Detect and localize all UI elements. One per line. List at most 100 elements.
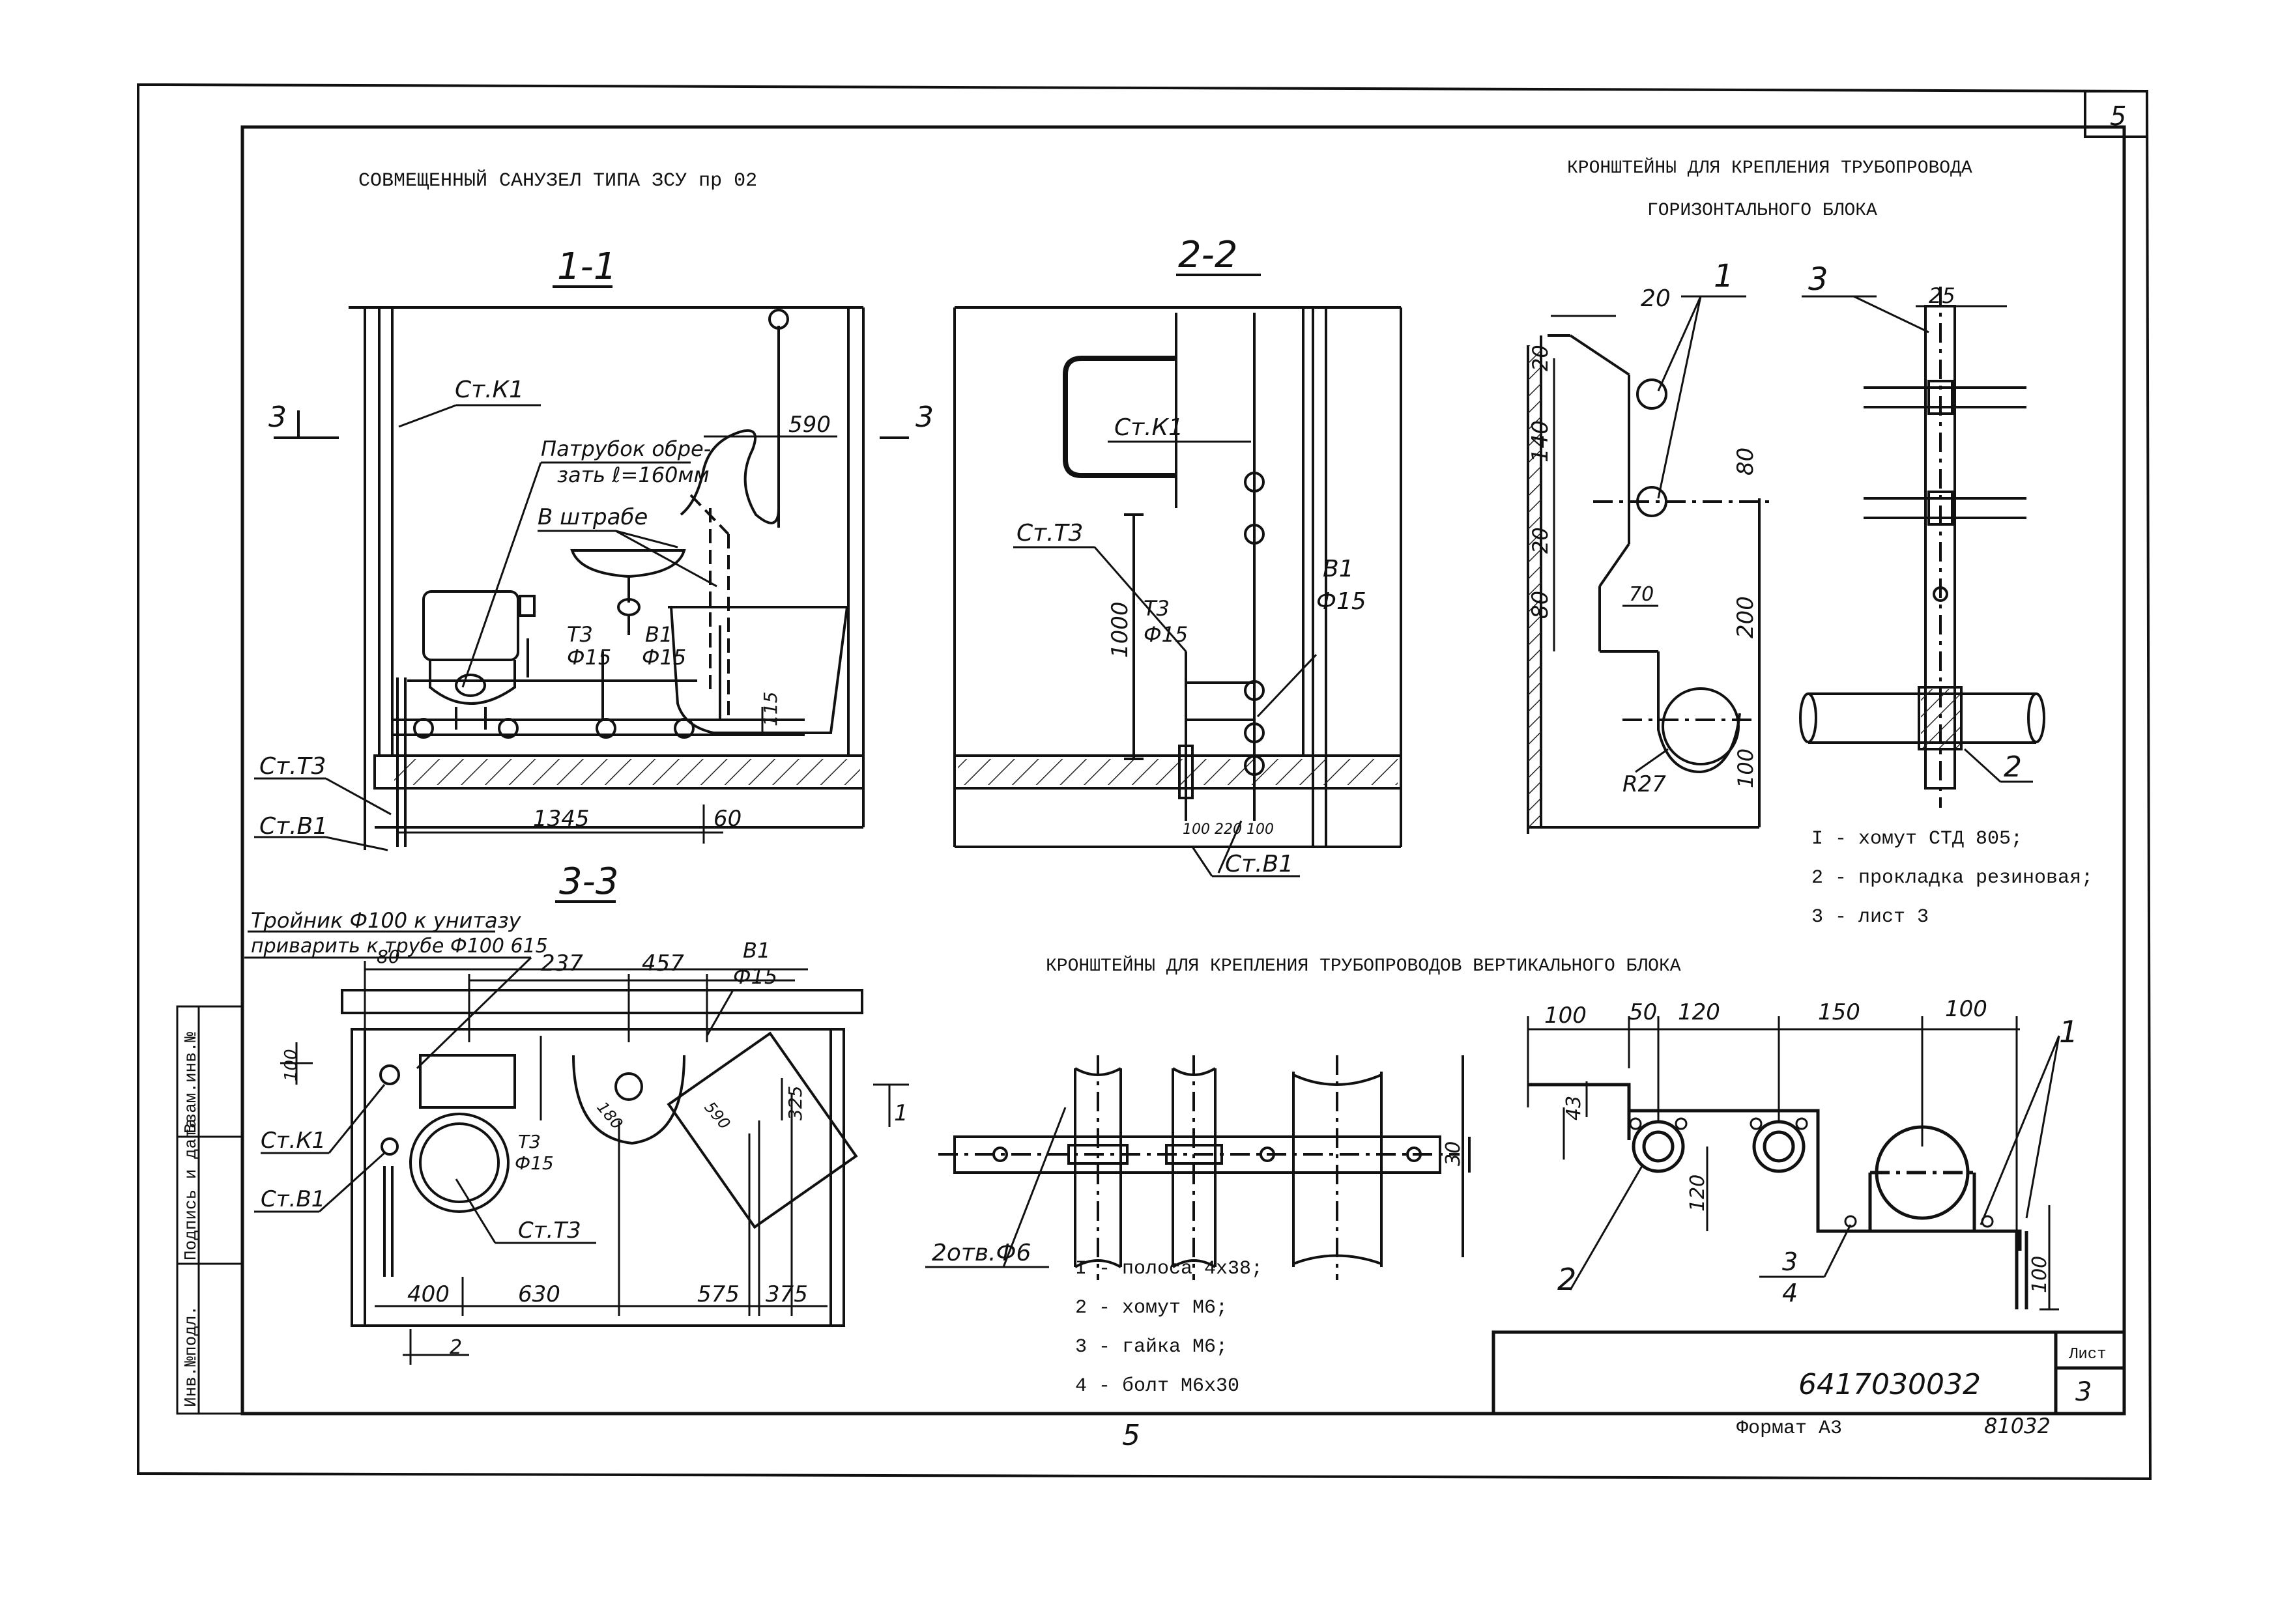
- riser-v1-label-s3: Ст.В1: [261, 1186, 325, 1212]
- stamp-inv-original: Инв.№подл.: [181, 1305, 201, 1407]
- dim-100-side: 100: [2028, 1256, 2051, 1293]
- dim-43: 43: [1563, 1096, 1585, 1120]
- vertical-bracket-drawing: 2отв.Ф6 30 I - полоса 4х38; 2 - хомут М6…: [925, 1055, 1471, 1397]
- main-title: СОВМЕЩЕННЫЙ САНУЗЕЛ ТИПА ЗСУ пр 02: [358, 169, 757, 192]
- label-t3-s2: Т3: [1144, 596, 1170, 621]
- label-phi15-v1-s2: Ф15: [1316, 588, 1366, 615]
- dim-1345: 1345: [533, 806, 590, 832]
- format-label: Формат А3: [1736, 1417, 1842, 1440]
- dim-100-top-b: 100: [1945, 996, 1987, 1022]
- side-stamp: [176, 1005, 244, 1415]
- dim-80-right: 80: [1733, 448, 1759, 476]
- legend-h-2: 2 - прокладка резиновая;: [1811, 867, 2093, 889]
- doc-number: 6417030032: [1798, 1368, 1981, 1401]
- stamp-replacement-inv: Взам.инв.№: [181, 1032, 201, 1133]
- dim-60: 60: [713, 806, 742, 832]
- section-1-1: 1-1 3 3: [254, 246, 934, 851]
- label-phi15-t3-s1: Ф15: [567, 645, 611, 670]
- tee-note-1: Тройник Ф100 к унитазу: [251, 908, 522, 933]
- sheet-label: Лист: [2068, 1346, 2107, 1363]
- cut-mark-2: 2: [450, 1336, 462, 1359]
- cut-mark-3-right: 3: [915, 401, 934, 434]
- bathtub-fixture: [668, 606, 849, 734]
- tee-note-2: приварить к трубе Ф100 615: [251, 935, 548, 958]
- cut-mark-1: 1: [894, 1100, 908, 1126]
- stamp-signature-date: Подпись и дата: [181, 1118, 201, 1261]
- dim-150: 150: [1818, 999, 1860, 1025]
- dim-1000: 1000: [1107, 601, 1133, 658]
- dim-400: 400: [407, 1281, 450, 1307]
- section-1-1-piping: [391, 494, 805, 847]
- shower-hose: [680, 309, 789, 528]
- plan-fixtures: [379, 1031, 858, 1277]
- label-t3-s1: Т3: [567, 622, 593, 647]
- horizontal-bracket-title-1: КРОНШТЕЙНЫ ДЛЯ КРЕПЛЕНИЯ ТРУБОПРОВОДА: [1567, 158, 1972, 178]
- dims-bottom-s2: 100 220 100: [1183, 821, 1274, 838]
- section-2-2-piping: [1124, 313, 1265, 821]
- dim-20-side: 20: [1528, 345, 1553, 371]
- riser-k1-label-1: Ст.К1: [455, 377, 524, 403]
- label-t3-s3: Т3: [518, 1131, 541, 1152]
- sheet-number-bottom: 5: [1122, 1419, 1140, 1452]
- cut-mark-3-left: 3: [268, 401, 287, 434]
- dim-50: 50: [1629, 999, 1657, 1025]
- dim-70: 70: [1629, 583, 1654, 606]
- dim-630: 630: [518, 1281, 560, 1307]
- dim-20-top: 20: [1641, 285, 1671, 312]
- section-2-2-label: 2-2: [1178, 234, 1237, 276]
- lead-2-h: 2: [2004, 750, 2022, 784]
- label-phi15-t3-s2: Ф15: [1144, 622, 1188, 647]
- legend-v-2: 2 - хомут М6;: [1075, 1297, 1228, 1319]
- in-groove-label: В штрабе: [538, 504, 648, 530]
- riser-t3-label-s2: Ст.Т3: [1016, 520, 1083, 547]
- radius-r27: R27: [1622, 771, 1666, 797]
- sheet-frame: [137, 83, 2152, 1481]
- dim-100-s3: 100: [281, 1049, 301, 1081]
- dim-20b: 20: [1528, 527, 1553, 554]
- page-number: 5: [2110, 102, 2126, 132]
- section-3-3: 3-3: [244, 861, 909, 1365]
- lead-3-h: 3: [1808, 261, 1828, 298]
- dim-237: 237: [541, 950, 583, 976]
- dim-120-side: 120: [1686, 1175, 1709, 1212]
- horizontal-bracket-title-2: ГОРИЗОНТАЛЬНОГО БЛОКА: [1647, 201, 1877, 221]
- section-1-1-label: 1-1: [557, 246, 616, 288]
- section-1-1-leaders: [254, 404, 837, 851]
- lead-4-v: 4: [1782, 1279, 1798, 1307]
- dim-457: 457: [642, 950, 684, 976]
- plan-leaders: [244, 930, 734, 1244]
- label-phi15-v1-s1: Ф15: [642, 645, 686, 670]
- holes-label: 2отв.Ф6: [932, 1240, 1031, 1266]
- title-block: [1491, 1330, 2126, 1416]
- horizontal-bracket-drawing: 20 1 20 140 20 80 80 70 200 R27 100: [1527, 258, 2093, 928]
- sheet-value: 3: [2075, 1377, 2092, 1407]
- dim-140: 140: [1527, 420, 1553, 463]
- section-2-2-leaders: [1013, 440, 1318, 877]
- section-2-2: 2-2: [953, 234, 1402, 877]
- plan-dimension-lines: [280, 961, 909, 1365]
- floor-slab-hatch: [394, 759, 860, 785]
- dim-100-top-a: 100: [1544, 1003, 1587, 1029]
- toilet-fixture: [422, 590, 536, 730]
- code-label: 81032: [1984, 1414, 2051, 1438]
- legend-v-3: 3 - гайка М6;: [1075, 1336, 1228, 1358]
- pipe-cut-note-1: Патрубок обре-: [541, 436, 711, 461]
- towel-rail: [1063, 356, 1176, 478]
- dim-200: 200: [1733, 596, 1759, 638]
- dim-30: 30: [1442, 1141, 1465, 1166]
- label-v1-s2: В1: [1323, 556, 1354, 582]
- legend-v-1: I - полоса 4х38;: [1075, 1258, 1263, 1280]
- label-v1-s1: В1: [645, 622, 672, 647]
- dim-590-s1: 590: [788, 412, 831, 438]
- label-phi15-v1-s3: Ф15: [733, 964, 777, 989]
- floor-slab-hatch-2: [958, 759, 1398, 785]
- section-3-3-label: 3-3: [559, 861, 618, 903]
- dim-25: 25: [1929, 283, 1955, 308]
- dim-100-h: 100: [1733, 748, 1758, 788]
- legend-h-1: I - хомут СТД 805;: [1811, 828, 2023, 850]
- riser-v1-label-s2: Ст.В1: [1225, 851, 1293, 877]
- dim-375: 375: [766, 1281, 808, 1307]
- dim-180: 180: [593, 1098, 626, 1133]
- lead-3-v: 3: [1782, 1247, 1798, 1276]
